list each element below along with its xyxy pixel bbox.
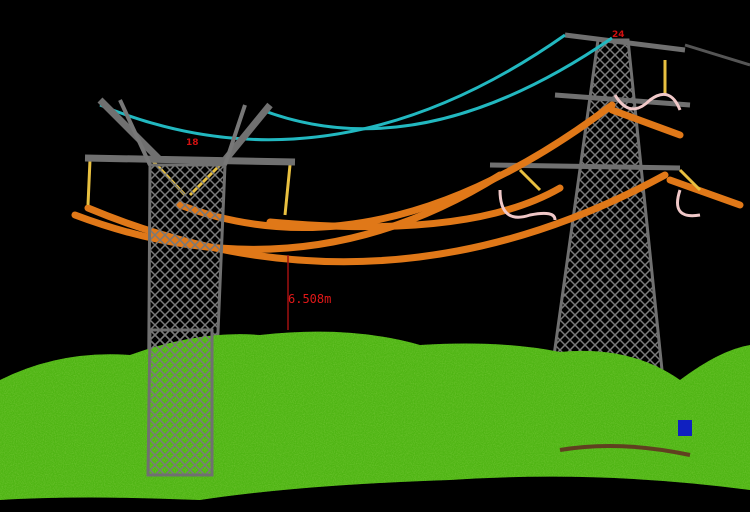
conductors <box>71 101 744 266</box>
tower-left-legs <box>146 328 214 477</box>
tower-label-left: 18 <box>186 138 199 148</box>
ground-wires <box>99 33 750 142</box>
tower-label-right: 24 <box>612 30 625 40</box>
clearance-measurement-label: 6.508m <box>288 292 332 306</box>
